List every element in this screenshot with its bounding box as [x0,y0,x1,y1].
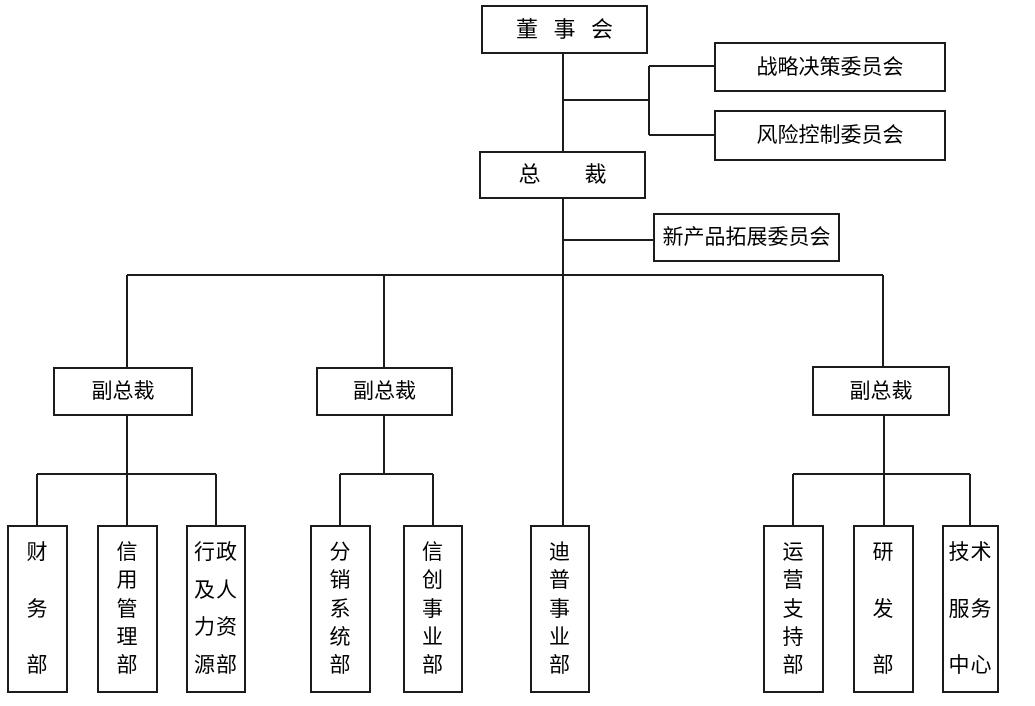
dept-label-line: 部 [549,653,571,677]
node-operations-support-dept: 运 营 支 持 部 [763,525,824,693]
dept-label-line: 部 [329,653,352,677]
dept-label-line: 发 [872,596,895,621]
node-credit-management-dept: 信 用 管 理 部 [97,525,158,693]
dept-label-line: 服务 [948,596,993,621]
dept-label-line: 中心 [948,653,993,677]
node-admin-hr-dept: 行政 及人 力资 源部 [186,525,246,693]
dept-label-line: 信 [116,540,139,564]
node-new-product-development-committee: 新产品拓展委员会 [653,213,840,262]
node-rd-dept: 研 发 部 [853,525,914,693]
dept-label-line: 部 [422,653,444,677]
dept-label-line: 信 [422,540,444,564]
dept-label-line: 销 [329,568,352,593]
dept-label-line: 理 [116,624,139,649]
dept-label-line: 迪 [549,540,571,564]
dept-label-line: 支 [782,596,805,621]
node-board-of-directors: 董 事 会 [481,5,648,54]
dept-label-line: 管 [116,596,139,621]
node-strategy-decision-committee: 战略决策委员会 [714,42,946,92]
dept-label-line: 事 [549,596,571,621]
dept-label-line: 力资 [194,615,238,640]
dept-label-line: 用 [116,568,139,593]
node-dipu-business-dept: 迪 普 事 业 部 [530,525,590,693]
dept-label-line: 分 [329,540,352,564]
dept-label-line: 业 [422,624,444,649]
dept-label-line: 部 [116,653,139,677]
dept-label-line: 研 [872,540,895,564]
dept-label-line: 营 [782,568,805,593]
dept-label-line: 技术 [948,540,993,564]
dept-label-line: 务 [26,596,49,621]
node-vice-president-right: 副总裁 [812,366,950,416]
node-tech-service-center: 技术 服务 中心 [942,525,999,693]
dept-label-line: 及人 [194,577,238,602]
dept-label-line: 源部 [194,652,238,677]
dept-label-line: 普 [549,568,571,593]
dept-label-line: 部 [872,653,895,677]
node-finance-dept: 财 务 部 [7,525,68,693]
node-president: 总 裁 [479,151,646,199]
node-vice-president-middle: 副总裁 [316,367,453,416]
node-distribution-systems-dept: 分 销 系 统 部 [310,525,371,693]
dept-label-line: 业 [549,624,571,649]
dept-label-line: 运 [782,540,805,564]
node-risk-control-committee: 风险控制委员会 [714,110,946,161]
dept-label-line: 部 [782,653,805,677]
dept-label-line: 统 [329,624,352,649]
dept-label-line: 创 [422,568,444,593]
node-vice-president-left: 副总裁 [53,367,193,416]
dept-label-line: 部 [26,653,49,677]
node-xinchuang-business-dept: 信 创 事 业 部 [403,525,463,693]
dept-label-line: 持 [782,624,805,649]
dept-label-line: 财 [26,540,49,564]
dept-label-line: 行政 [194,540,238,564]
dept-label-line: 系 [329,596,352,621]
dept-label-line: 事 [422,596,444,621]
